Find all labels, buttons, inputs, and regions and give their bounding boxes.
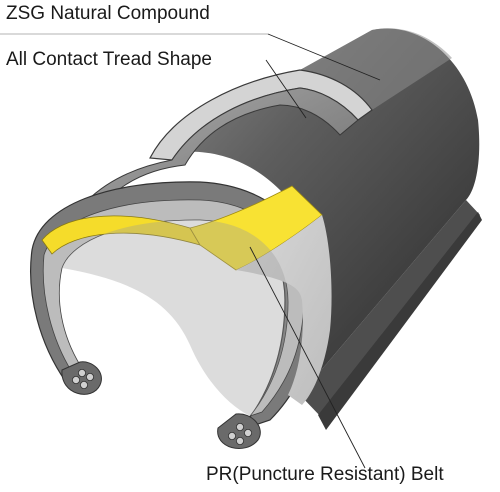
label-tread: All Contact Tread Shape (6, 49, 212, 70)
leader-line-compound (267, 33, 381, 81)
sidewall-strip (300, 200, 480, 418)
label-compound-group: ZSG Natural Compound (0, 3, 381, 81)
label-belt-group: PR(Puncture Resistant) Belt (206, 246, 444, 485)
label-belt: PR(Puncture Resistant) Belt (206, 464, 444, 485)
pr-belt-surface (189, 185, 323, 271)
bead-strip (318, 212, 482, 430)
label-compound: ZSG Natural Compound (6, 3, 210, 24)
tire-illustration (30, 28, 482, 449)
interior-concave (62, 219, 288, 416)
label-tread-group: All Contact Tread Shape (6, 49, 307, 119)
tread-highlight (300, 28, 452, 110)
leader-line-tread (265, 59, 307, 119)
leader-line-belt (249, 246, 366, 469)
right-bead (217, 413, 261, 449)
inner-liner (42, 199, 305, 417)
left-bead (61, 361, 102, 395)
casing-layer (59, 87, 359, 241)
